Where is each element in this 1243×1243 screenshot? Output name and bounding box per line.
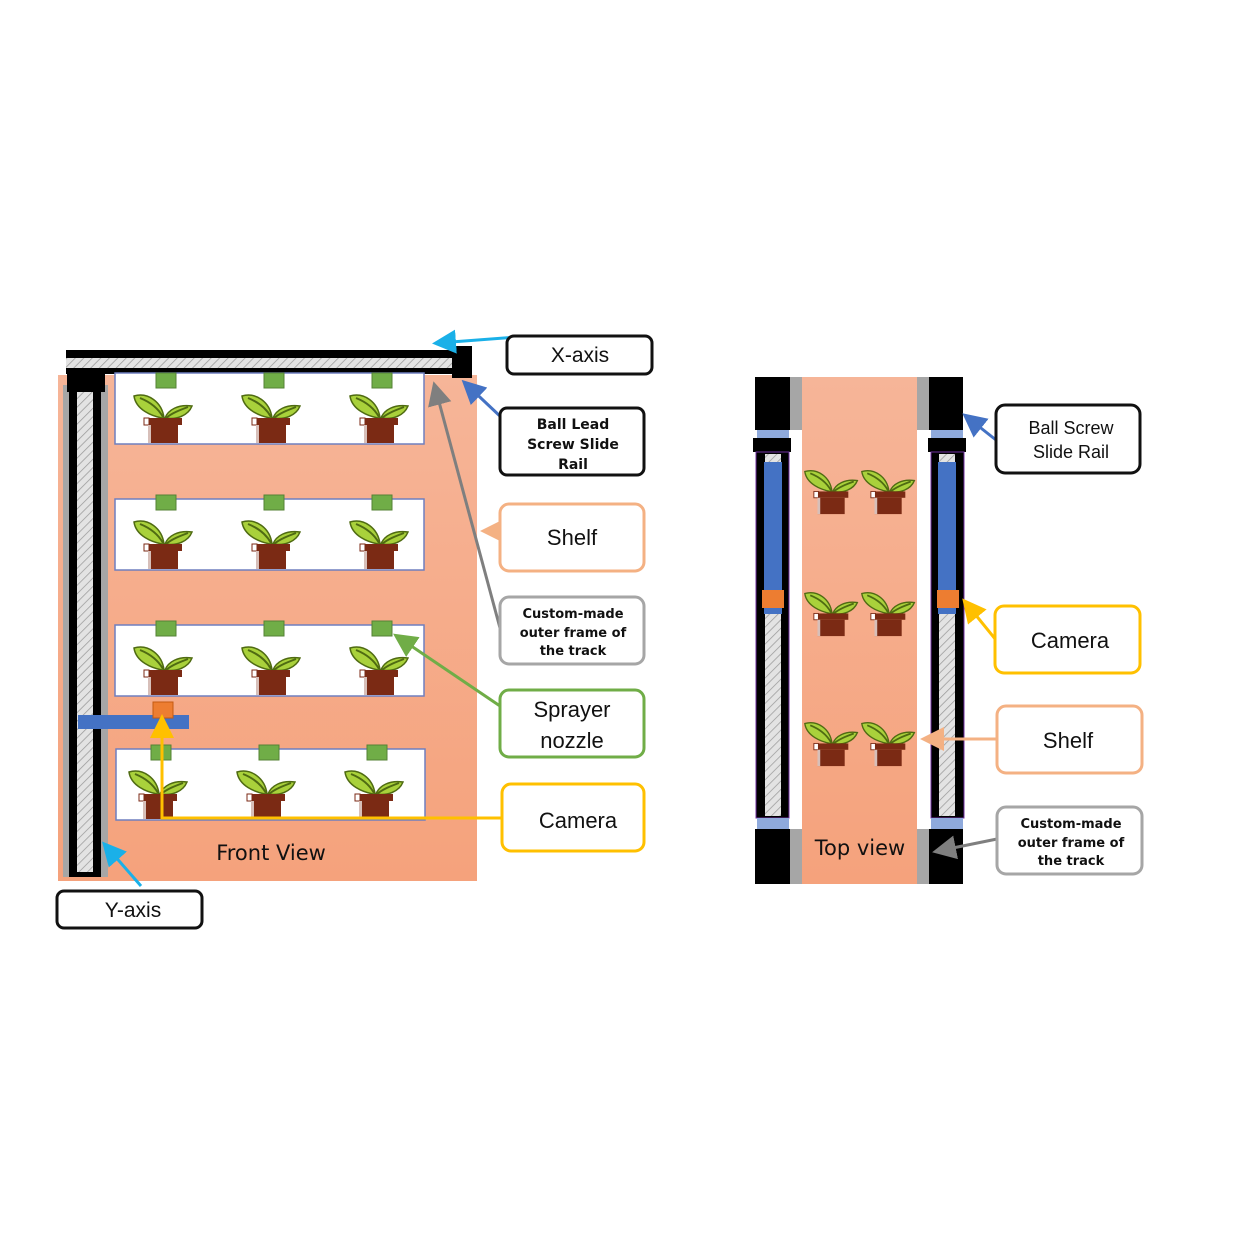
camera-front (152, 701, 174, 719)
callout-x-axis-label: X-axis (551, 344, 609, 367)
y-axis-rail (63, 368, 108, 877)
callout-camera-front-label: Camera (539, 808, 618, 833)
callout-camera-top (993, 604, 1142, 675)
callout-y-axis (55, 889, 204, 930)
sprayer-nozzle (371, 494, 393, 511)
shelf-2 (114, 494, 425, 571)
sprayer-nozzle (155, 494, 177, 511)
callout-shelf-front (498, 502, 646, 573)
top-view: Top view (753, 377, 966, 884)
callout-rail-line1: Ball Lead (537, 417, 609, 433)
callout-camera-front (500, 782, 646, 853)
callout-camera-top-label: Camera (1031, 628, 1110, 653)
callout-top-rail-line1: Ball Screw (1028, 418, 1114, 438)
callout-y-axis-label: Y-axis (105, 899, 161, 922)
top-callouts: Ball Screw Slide Rail Camera Shelf Custo… (920, 403, 1144, 876)
callout-frame-top-line1: Custom-made (1020, 817, 1121, 832)
callout-sprayer-nozzle (498, 688, 646, 759)
front-view-title: Front View (216, 841, 326, 865)
camera-top-right (937, 590, 959, 608)
callout-frame-front-line2: outer frame of (520, 626, 627, 641)
callout-rail-line3: Rail (558, 457, 588, 473)
front-view: Front View (58, 346, 477, 881)
callout-sprayer-line1: Sprayer (533, 697, 610, 722)
sprayer-nozzle (371, 620, 393, 637)
shelf-3 (114, 620, 425, 697)
top-left-rail (753, 377, 802, 884)
callout-ball-screw-rail (994, 403, 1142, 475)
callout-shelf-top (995, 704, 1144, 775)
callout-outer-frame-front (498, 595, 646, 666)
callout-frame-top-line2: outer frame of (1018, 836, 1125, 851)
sprayer-nozzle (155, 372, 177, 389)
shelf-1 (114, 372, 425, 445)
sprayer-nozzle (263, 372, 285, 389)
callout-outer-frame-top (995, 805, 1144, 876)
front-callouts: X-axis Ball Lead Screw Slide Rail Shelf … (55, 329, 654, 930)
sprayer-nozzle (258, 744, 280, 761)
callout-frame-front-line1: Custom-made (522, 607, 623, 622)
sprayer-nozzle (371, 372, 393, 389)
x-axis-rail (66, 346, 472, 378)
front-shelves (114, 372, 426, 821)
callout-frame-front-line3: the track (540, 644, 607, 659)
callout-sprayer-line2: nozzle (540, 728, 604, 753)
sprayer-nozzle (263, 620, 285, 637)
callout-shelf-top-label: Shelf (1043, 728, 1094, 753)
top-right-rail (917, 377, 966, 884)
shelf-4 (115, 744, 426, 821)
callout-top-rail-line2: Slide Rail (1033, 442, 1109, 462)
sprayer-nozzle (155, 620, 177, 637)
callout-rail-line2: Screw Slide (527, 437, 619, 453)
top-view-title: Top view (814, 836, 905, 860)
callout-shelf-front-label: Shelf (547, 525, 598, 550)
x-axis-end-block (452, 346, 472, 378)
sprayer-nozzle (366, 744, 388, 761)
sprayer-nozzle (263, 494, 285, 511)
camera-top-left (762, 590, 784, 608)
callout-x-axis (505, 334, 654, 376)
callout-ball-lead-screw-rail (498, 406, 646, 477)
callout-frame-top-line3: the track (1038, 854, 1105, 869)
